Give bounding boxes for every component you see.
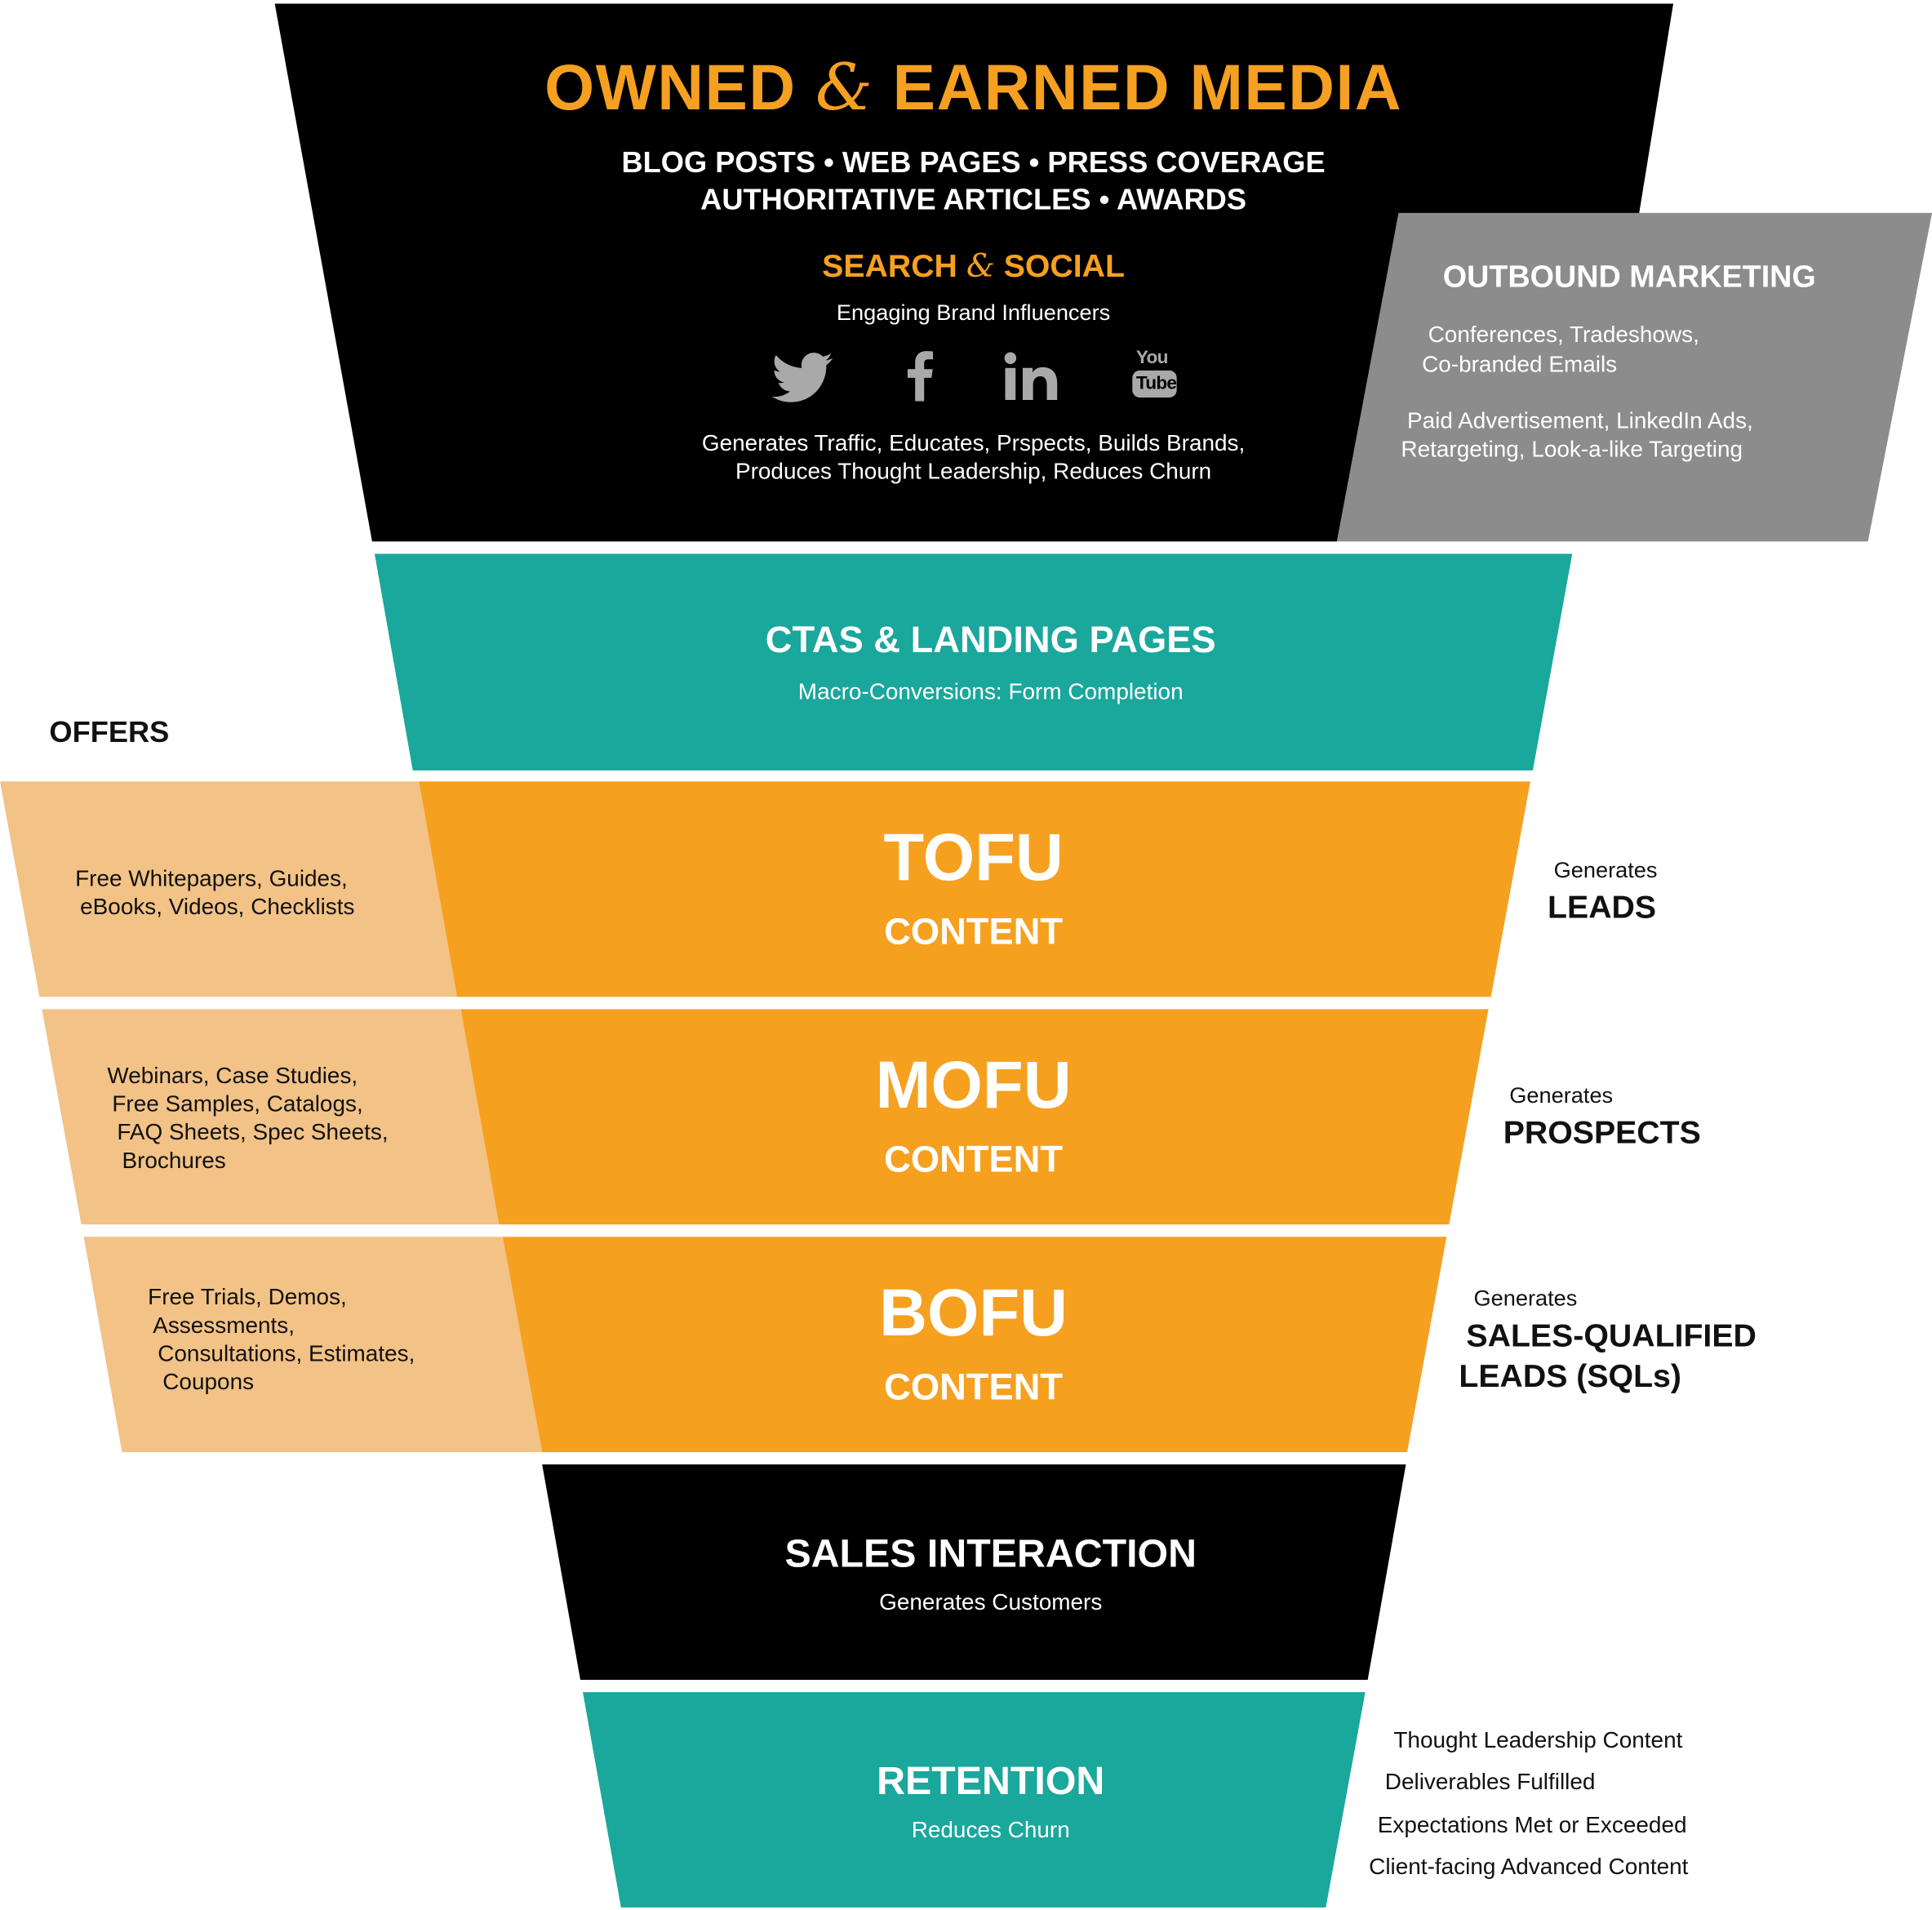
media-types-line2: AUTHORITATIVE ARTICLES • AWARDS xyxy=(700,183,1247,217)
bofu-offer-line4: Coupons xyxy=(162,1368,255,1395)
bofu-block xyxy=(502,1237,1447,1453)
outbound-line2: Co-branded Emails xyxy=(1422,350,1618,377)
facebook-icon xyxy=(907,349,934,402)
tofu-offer-block xyxy=(0,781,458,997)
tofu-generates: Generates xyxy=(1553,857,1658,883)
tofu-offer-line1: Free Whitepapers, Guides, xyxy=(75,864,348,891)
outbound-block xyxy=(1336,212,1932,542)
bofu-offer-line1: Free Trials, Demos, xyxy=(148,1283,347,1310)
mofu-block xyxy=(460,1009,1489,1225)
search-part2: SOCIAL xyxy=(1003,247,1126,285)
retention-title: RETENTION xyxy=(877,1758,1105,1803)
twitter-icon xyxy=(769,352,836,403)
search-part1: SEARCH xyxy=(822,247,957,285)
bofu-offer-block xyxy=(83,1237,543,1453)
mofu-offer-line4: Brochures xyxy=(122,1147,226,1173)
youtube-badge xyxy=(1132,370,1177,398)
engaging-text: Engaging Brand Influencers xyxy=(836,300,1111,326)
mofu-subtitle: CONTENT xyxy=(884,1139,1064,1180)
ctas-subtitle: Macro-Conversions: Form Completion xyxy=(797,677,1184,704)
bofu-subtitle: CONTENT xyxy=(884,1367,1064,1408)
retention-item-4: Client-facing Advanced Content xyxy=(1369,1853,1689,1880)
bofu-offer-line3: Consultations, Estimates, xyxy=(158,1339,415,1366)
sales-title: SALES INTERACTION xyxy=(784,1530,1197,1575)
outbound-line3: Paid Advertisement, LinkedIn Ads, xyxy=(1406,407,1753,433)
retention-item-1: Thought Leadership Content xyxy=(1393,1726,1683,1752)
outbound-line4: Retargeting, Look-a-like Targeting xyxy=(1401,435,1743,462)
linkedin-icon xyxy=(1004,352,1058,401)
mofu-offer-line1: Webinars, Case Studies, xyxy=(107,1062,358,1088)
ctas-title: CTAS & LANDING PAGES xyxy=(765,620,1216,661)
generates-line2: Produces Thought Leadership, Reduces Chu… xyxy=(735,457,1212,484)
owned-earned-block xyxy=(274,3,1674,542)
media-types-line1: BLOG POSTS • WEB PAGES • PRESS COVERAGE xyxy=(621,146,1326,180)
bofu-generates: Generates xyxy=(1473,1286,1578,1311)
mofu-title: MOFU xyxy=(875,1048,1072,1123)
retention-item-2: Deliverables Fulfilled xyxy=(1384,1768,1596,1795)
mofu-result: PROSPECTS xyxy=(1503,1113,1701,1151)
youtube-icon: You Tube xyxy=(1132,349,1179,400)
retention-block xyxy=(583,1692,1366,1908)
title-part2: EARNED MEDIA xyxy=(892,52,1403,125)
sales-subtitle: Generates Customers xyxy=(879,1588,1103,1615)
mofu-generates: Generates xyxy=(1509,1082,1614,1108)
search-ampersand: & xyxy=(966,248,995,286)
tofu-block xyxy=(419,781,1530,997)
title-ampersand: & xyxy=(815,51,874,126)
bofu-result-line2: LEADS (SQLs) xyxy=(1459,1357,1681,1395)
youtube-text-top: You xyxy=(1135,347,1169,368)
outbound-title: OUTBOUND MARKETING xyxy=(1442,260,1816,295)
outbound-line1: Conferences, Tradeshows, xyxy=(1428,321,1699,348)
bofu-result-line1: SALES-QUALIFIED xyxy=(1466,1317,1757,1354)
tofu-offer-line2: eBooks, Videos, Checklists xyxy=(80,893,355,920)
generates-line1: Generates Traffic, Educates, Prspects, B… xyxy=(701,429,1246,455)
tofu-subtitle: CONTENT xyxy=(884,912,1064,953)
retention-item-3: Expectations Met or Exceeded xyxy=(1377,1811,1687,1837)
offers-label: OFFERS xyxy=(49,716,170,750)
tofu-result: LEADS xyxy=(1548,888,1657,926)
bofu-offer-line2: Assessments, xyxy=(153,1312,295,1338)
ctas-block xyxy=(374,553,1573,771)
search-social-heading: SEARCH & SOCIAL xyxy=(822,250,1125,283)
owned-earned-title: OWNED & EARNED MEDIA xyxy=(544,56,1402,120)
title-part1: OWNED xyxy=(544,52,797,125)
sales-block xyxy=(542,1464,1406,1681)
bofu-title: BOFU xyxy=(879,1276,1068,1350)
mofu-offer-block xyxy=(42,1009,500,1225)
retention-subtitle: Reduces Churn xyxy=(911,1816,1070,1843)
tofu-title: TOFU xyxy=(883,820,1064,895)
youtube-text-bottom: Tube xyxy=(1135,372,1177,394)
mofu-offer-line2: Free Samples, Catalogs, xyxy=(112,1090,363,1117)
mofu-offer-line3: FAQ Sheets, Spec Sheets, xyxy=(117,1118,389,1145)
